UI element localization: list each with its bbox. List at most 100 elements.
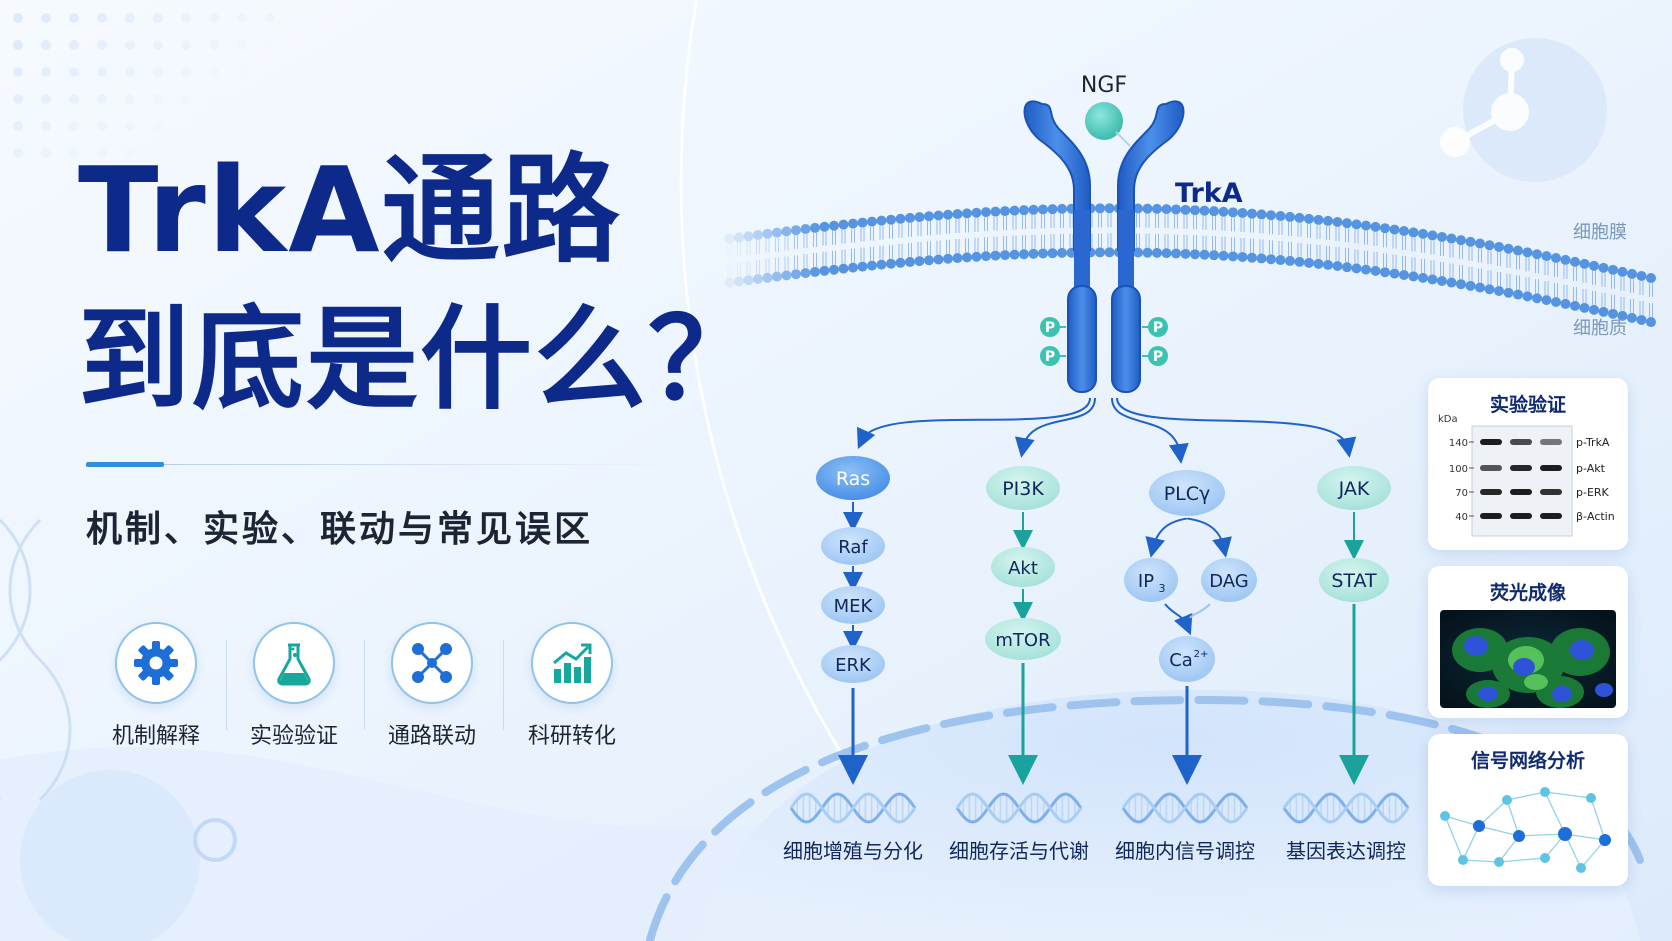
decorative-bubble (20, 770, 200, 941)
node-akt (991, 547, 1055, 587)
blot-band (1510, 513, 1532, 519)
blot-band-label: p-ERK (1576, 486, 1610, 499)
feature-experiment: 实验验证 (234, 622, 354, 750)
feature-translation: 科研转化 (512, 622, 632, 750)
dna-helix-icon (1121, 792, 1249, 824)
outcome-gene-expression: 基因表达调控 (1286, 839, 1406, 863)
decorative-dot-grid (13, 13, 275, 158)
node-akt-label: Akt (1008, 558, 1038, 579)
network-graph-image (1440, 787, 1611, 873)
blot-band (1540, 465, 1562, 471)
blot-band-label: p-TrkA (1576, 436, 1610, 449)
outcome-proliferation: 细胞增殖与分化 (783, 839, 923, 863)
phospho-group-right-1: P (1142, 317, 1168, 337)
hero-title-line-1: TrkA通路 (78, 141, 622, 279)
dna-decoration-icon (0, 518, 72, 802)
phospho-group-right-2: P (1142, 346, 1168, 366)
node-jak (1317, 466, 1391, 510)
blot-band (1510, 465, 1532, 471)
arrow-plcg-dag (1186, 517, 1232, 558)
node-mtor-label: mTOR (995, 630, 1050, 651)
cytoplasm-label: 细胞质 (1573, 318, 1627, 339)
ngf-label: NGF (1081, 73, 1127, 98)
feature-linkage-label: 通路联动 (387, 724, 476, 749)
decorative-ring (193, 818, 237, 862)
node-dag-label: DAG (1209, 571, 1249, 592)
feature-divider (503, 640, 504, 730)
node-ip3-subscript: 3 (1159, 582, 1166, 595)
dna-helix-icon (1282, 792, 1410, 824)
blot-band (1480, 465, 1502, 471)
feature-mechanism-label: 机制解释 (111, 724, 200, 749)
node-pi3k-label: PI3K (1002, 478, 1044, 500)
node-ca (1159, 636, 1215, 682)
network-analysis-title: 信号网络分析 (1470, 750, 1585, 772)
blot-marker-label: 140 (1449, 438, 1468, 449)
node-erk-label: ERK (835, 655, 872, 676)
molecule-icon (1440, 48, 1529, 157)
blot-band (1510, 439, 1532, 445)
feature-divider (226, 640, 227, 730)
arrow-to-plcg (1111, 397, 1189, 464)
svg-text:P: P (1153, 320, 1163, 336)
svg-text:P: P (1153, 349, 1163, 365)
node-pi3k (986, 466, 1060, 510)
dag-connector (1189, 603, 1211, 619)
dna-helix-icon (955, 792, 1083, 824)
node-ca-label: Ca (1169, 650, 1193, 671)
outcome-survival: 细胞存活与代谢 (949, 839, 1089, 863)
membrane-label: 细胞膜 (1573, 222, 1627, 243)
node-mtor (985, 618, 1061, 660)
node-ca-superscript: 2+ (1194, 649, 1209, 660)
node-ras-label: Ras (836, 468, 870, 490)
ngf-ligand (1085, 102, 1123, 140)
arrow-to-ras (857, 397, 1091, 450)
node-raf-label: Raf (838, 537, 868, 558)
western-blot-unit: kDa (1438, 414, 1458, 425)
growth-chart-icon (531, 622, 613, 704)
fluorescence-panel: 荧光成像 (1428, 566, 1628, 718)
blot-band-label: p-Akt (1576, 462, 1606, 475)
node-mek-label: MEK (834, 596, 874, 617)
molecule-bubble (1463, 38, 1607, 182)
fluorescence-image (1440, 610, 1616, 708)
node-jak-label: JAK (1338, 478, 1370, 500)
dna-helix-icon (789, 792, 917, 824)
western-blot-image: kDa 140 p-TrkA 100 p-Akt 70 p-ERK 40 β-Actin (1438, 414, 1615, 537)
node-ip3-label: IP (1138, 571, 1154, 592)
node-erk (821, 645, 885, 683)
blot-marker-label: 70 (1455, 488, 1468, 499)
feature-divider (364, 640, 365, 730)
blot-marker-label: 40 (1455, 512, 1468, 523)
node-plcg (1149, 470, 1225, 516)
nucleus (700, 690, 1640, 941)
blot-band (1540, 489, 1562, 495)
hero-title-line-2: 到底是什么？ (78, 295, 762, 425)
trka-label: TrkA (1175, 178, 1243, 209)
hero-subtitle: 机制、实验、联动与常见误区 (86, 509, 594, 550)
phospho-group-left-1: P (1040, 317, 1066, 337)
phospho-group-left-2: P (1040, 346, 1066, 366)
feature-experiment-label: 实验验证 (249, 724, 338, 749)
feature-linkage: 通路联动 (372, 622, 492, 750)
arrow-ip3-ca (1164, 603, 1193, 636)
svg-text:P: P (1045, 349, 1055, 365)
blot-band-label: β-Actin (1576, 510, 1615, 523)
blot-band (1540, 513, 1562, 519)
ligand-binding-line (1115, 131, 1131, 147)
blot-band (1480, 489, 1502, 495)
arrow-to-pi3k (1014, 397, 1096, 458)
node-ip3 (1124, 558, 1178, 602)
blot-marker-label: 100 (1449, 464, 1468, 475)
network-icon (391, 622, 473, 704)
node-stat-label: STAT (1331, 570, 1377, 592)
trka-receptor (1023, 100, 1185, 393)
arrow-to-jak (1116, 397, 1357, 458)
node-dag (1201, 558, 1257, 602)
fluorescence-title: 荧光成像 (1489, 582, 1566, 604)
feature-mechanism: 机制解释 (96, 622, 216, 750)
node-ras (816, 456, 890, 500)
blot-band (1480, 513, 1502, 519)
network-analysis-panel: 信号网络分析 (1428, 734, 1628, 886)
title-underline-rule (164, 464, 684, 465)
